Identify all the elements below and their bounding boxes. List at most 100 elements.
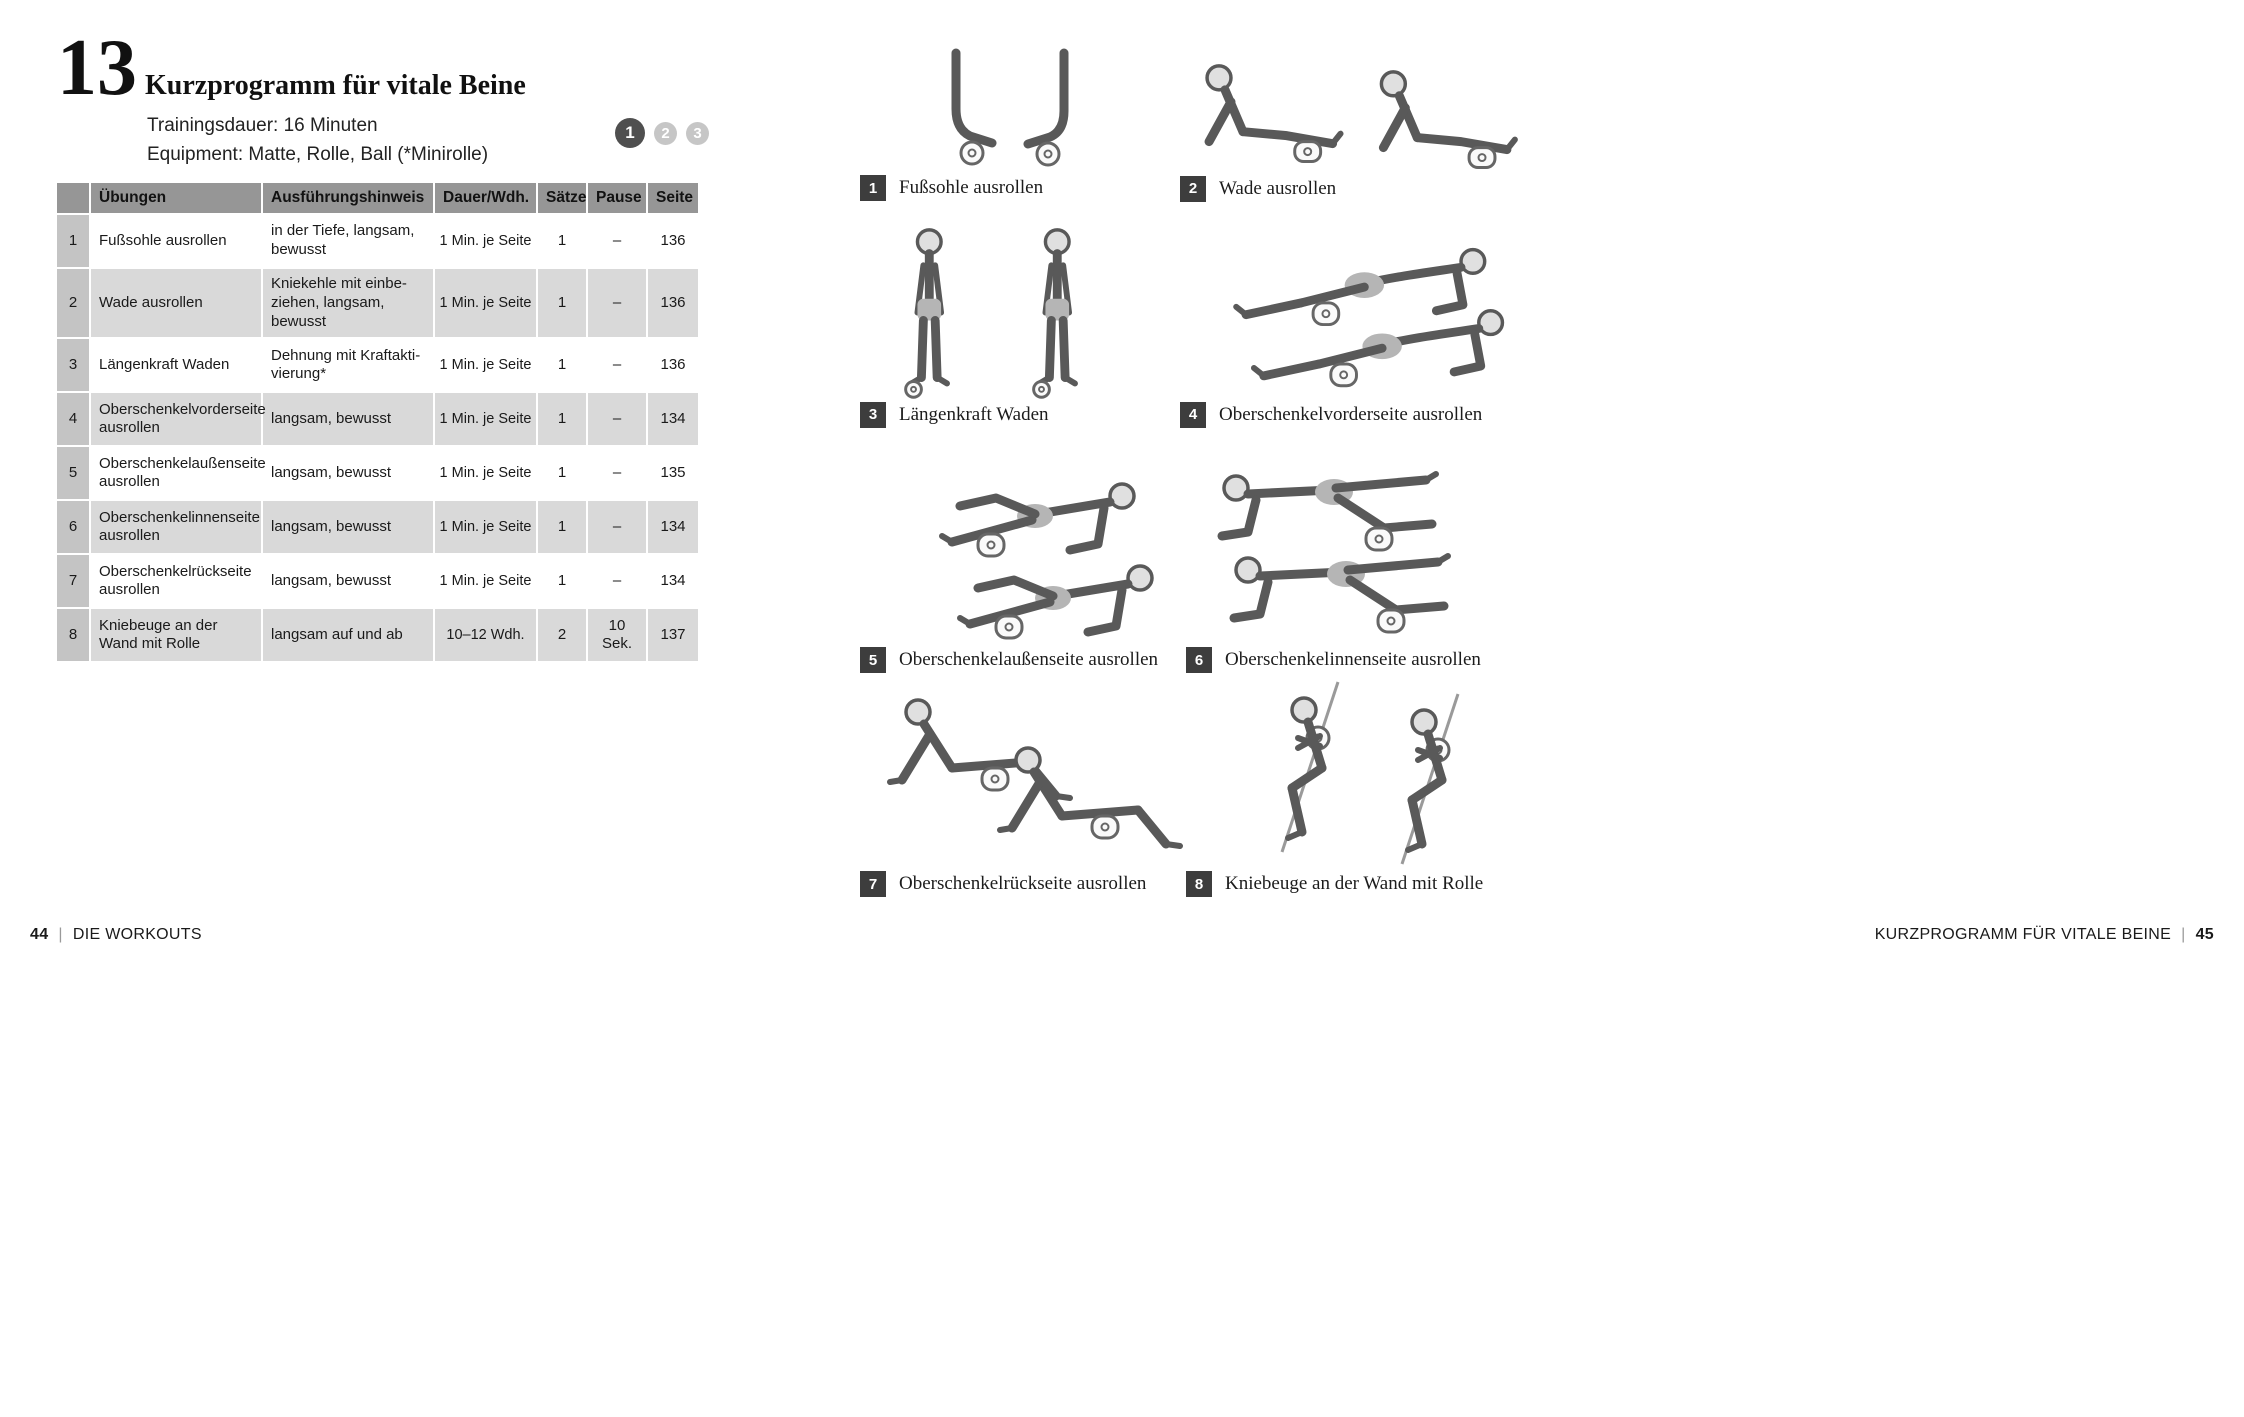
header-saetze: Sätze [538,183,588,215]
header-pause: Pause [588,183,648,215]
exercise-illustration-hamstring-roll [860,672,1190,870]
page-number-right: 45 [2195,926,2214,943]
cell-uebung: Wade ausrollen [91,269,263,340]
figure-number-badge: 6 [1186,647,1212,673]
cell-uebung: Fußsohle ausrollen [91,215,263,269]
figure-number-badge: 5 [860,647,886,673]
figure-art-1 [951,48,1069,167]
exercise-table: Übungen Ausführungshinweis Dauer/Wdh. Sä… [57,183,700,664]
figure-caption-text: Fußsohle ausrollen [899,177,1044,198]
cell-hinweis: langsam auf und ab [263,609,435,664]
table-row: 8 Kniebeuge an der Wand mit Rolle langsa… [57,609,700,664]
header-nr [57,183,91,215]
exercise-illustration-calf-roll [1180,44,1530,176]
cell-hinweis: langsam, bewusst [263,447,435,502]
figure-number-badge: 8 [1186,871,1212,897]
figure-block-1: 1 Fußsohle ausrollen [860,44,1160,202]
difficulty-pager: 1 2 3 [615,118,709,148]
figure-number-badge: 2 [1180,175,1206,202]
cell-seite: 136 [648,269,700,340]
footer-right: KURZPROGRAMM FÜR VITALE BEINE | 45 [1875,926,2214,944]
figure-art-5 [939,482,1190,646]
figure-number-badge: 3 [860,401,886,428]
figure-block-7: 7 Oberschenkelrückseite ausrollen [860,672,1190,898]
training-duration: Trainingsdauer: 16 Minuten [147,115,378,136]
header-ausfuehrungshinweis: Ausführungshinweis [263,183,435,215]
figure-caption-text: Oberschenkelvorderseite ausrollen [1219,403,1483,425]
cell-pause: – [588,339,648,394]
figure-number-badge: 7 [860,871,886,897]
workout-meta: Trainingsdauer: 16 Minuten Equipment: Ma… [147,112,488,169]
figure-caption-text: Längenkraft Waden [899,403,1049,425]
cell-pause: – [588,501,648,556]
cell-seite: 134 [648,501,700,556]
cell-hinweis: langsam, bewusst [263,555,435,610]
cell-saetze: 2 [538,609,588,664]
table-row: 3 Längenkraft Waden Dehnung mit Kraftakt… [57,339,700,394]
table-row: 5 Oberschenkelaußenseite ausrollen langs… [57,447,700,502]
pager-dot-3: 3 [686,121,709,145]
cell-nr: 5 [57,447,91,502]
table-row: 6 Oberschenkelinnenseite ausrollen langs… [57,501,700,556]
figure-caption-text: Oberschenkelinnenseite ausrollen [1225,649,1481,670]
footer-chapter-label: KURZPROGRAMM FÜR VITALE BEINE [1874,926,2172,943]
footer-left: 44|DIE WORKOUTS [30,926,202,944]
figure-block-3: 3 Längenkraft Waden [860,222,1160,428]
cell-dauer: 1 Min. je Seite [435,339,538,394]
figure-block-4: 4 Oberschenkelvorderseite ausrollen [1180,222,1530,428]
figure-art-4 [1233,247,1530,402]
table-row: 2 Wade ausrollen Kniekehle mit einbe-zie… [57,269,700,340]
cell-pause: – [588,393,648,448]
cell-seite: 134 [648,555,700,610]
cell-dauer: 1 Min. je Seite [435,215,538,269]
cell-seite: 137 [648,609,700,664]
figure-caption-5: 5 Oberschenkelaußenseite ausrollen [860,646,1190,674]
figure-caption-6: 6 Oberschenkelinnenseite ausrollen [1186,646,1516,674]
cell-dauer: 1 Min. je Seite [435,447,538,502]
table-row: 7 Oberschenkelrückseite ausrollen langsa… [57,555,700,610]
figure-caption-text: Kniebeuge an der Wand mit Rolle [1225,873,1484,894]
exercise-illustration-calf-stretch [860,222,1160,401]
figure-block-6: 6 Oberschenkelinnenseite ausrollen [1186,448,1516,674]
header-uebungen: Übungen [91,183,263,215]
cell-uebung: Kniebeuge an der Wand mit Rolle [91,609,263,664]
figure-art-2 [1204,64,1530,176]
cell-saetze: 1 [538,269,588,340]
footer-separator: | [58,926,63,943]
exercise-illustration-front-thigh-roll [1180,222,1530,402]
figure-caption-text: Oberschenkelaußenseite ausrollen [899,649,1159,670]
equipment-list: Equipment: Matte, Rolle, Ball (*Miniroll… [147,143,489,165]
cell-nr: 7 [57,555,91,610]
figure-art-7 [887,698,1190,870]
cell-uebung: Oberschenkelaußenseite ausrollen [91,447,266,502]
figure-block-5: 5 Oberschenkelaußenseite ausrollen [860,448,1190,674]
figure-caption-8: 8 Kniebeuge an der Wand mit Rolle [1186,870,1516,898]
cell-dauer: 1 Min. je Seite [435,501,538,556]
table-row: 4 Oberschenkelvorderseite ausrollen lang… [57,393,700,448]
figure-caption-text: Wade ausrollen [1219,177,1337,199]
figure-art-3 [904,222,1160,401]
table-header-row: Übungen Ausführungshinweis Dauer/Wdh. Sä… [57,183,700,215]
figure-art-8 [1280,681,1516,870]
cell-nr: 8 [57,609,91,664]
cell-dauer: 1 Min. je Seite [435,393,538,448]
cell-hinweis: in der Tiefe, langsam, bewusst [263,215,435,269]
cell-dauer: 1 Min. je Seite [435,555,538,610]
exercise-illustration-outer-thigh-roll [860,448,1190,646]
footer-separator: | [2181,926,2186,943]
cell-pause: – [588,447,648,502]
cell-pause: – [588,215,648,269]
figure-art-6 [1217,471,1516,646]
cell-hinweis: Dehnung mit Kraftakti-vierung* [263,339,435,394]
chapter-number: 13 [57,24,137,112]
exercise-illustration-wall-squat [1186,672,1516,870]
cell-hinweis: langsam, bewusst [263,501,435,556]
cell-saetze: 1 [538,447,588,502]
table-row: 1 Fußsohle ausrollen in der Tiefe, langs… [57,215,700,269]
cell-saetze: 1 [538,215,588,269]
cell-saetze: 1 [538,501,588,556]
cell-seite: 136 [648,215,700,269]
figure-block-2: 2 Wade ausrollen [1180,44,1530,202]
figure-caption-3: 3 Längenkraft Waden [860,401,1160,428]
